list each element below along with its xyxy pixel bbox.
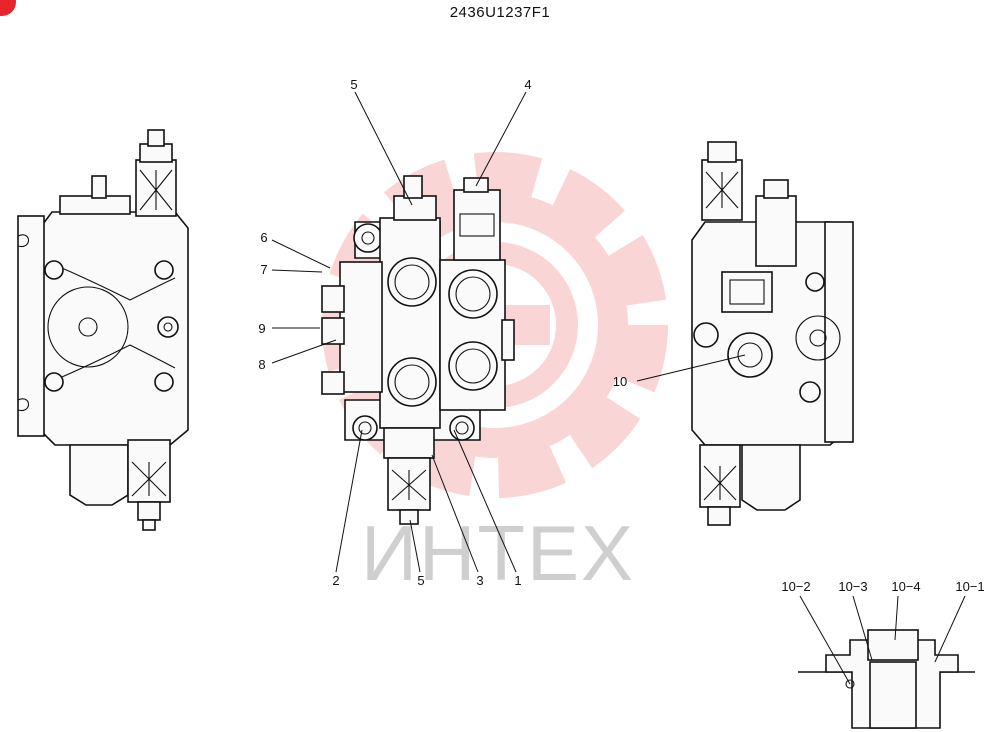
- callout-9: 9: [258, 321, 265, 336]
- center-front-view: [321, 175, 515, 525]
- left-side-view: [17, 129, 189, 531]
- drawing-title: 2436U1237F1: [449, 4, 551, 21]
- leader-lines: [271, 91, 966, 685]
- callout-10-2: 10−2: [781, 579, 810, 594]
- callout-2: 2: [332, 573, 339, 588]
- callout-3: 3: [476, 573, 483, 588]
- callout-4: 4: [524, 77, 531, 92]
- callout-10: 10: [613, 374, 627, 389]
- callout-8: 8: [258, 357, 265, 372]
- right-side-view: [691, 141, 854, 526]
- callout-5-bottom: 5: [417, 573, 424, 588]
- callout-10-3: 10−3: [838, 579, 867, 594]
- callout-6: 6: [260, 230, 267, 245]
- plug-detail-view: [798, 629, 975, 729]
- callout-10-1: 10−1: [955, 579, 984, 594]
- callout-7: 7: [260, 262, 267, 277]
- callout-10-4: 10−4: [891, 579, 920, 594]
- callout-1: 1: [514, 573, 521, 588]
- callout-5-top: 5: [350, 77, 357, 92]
